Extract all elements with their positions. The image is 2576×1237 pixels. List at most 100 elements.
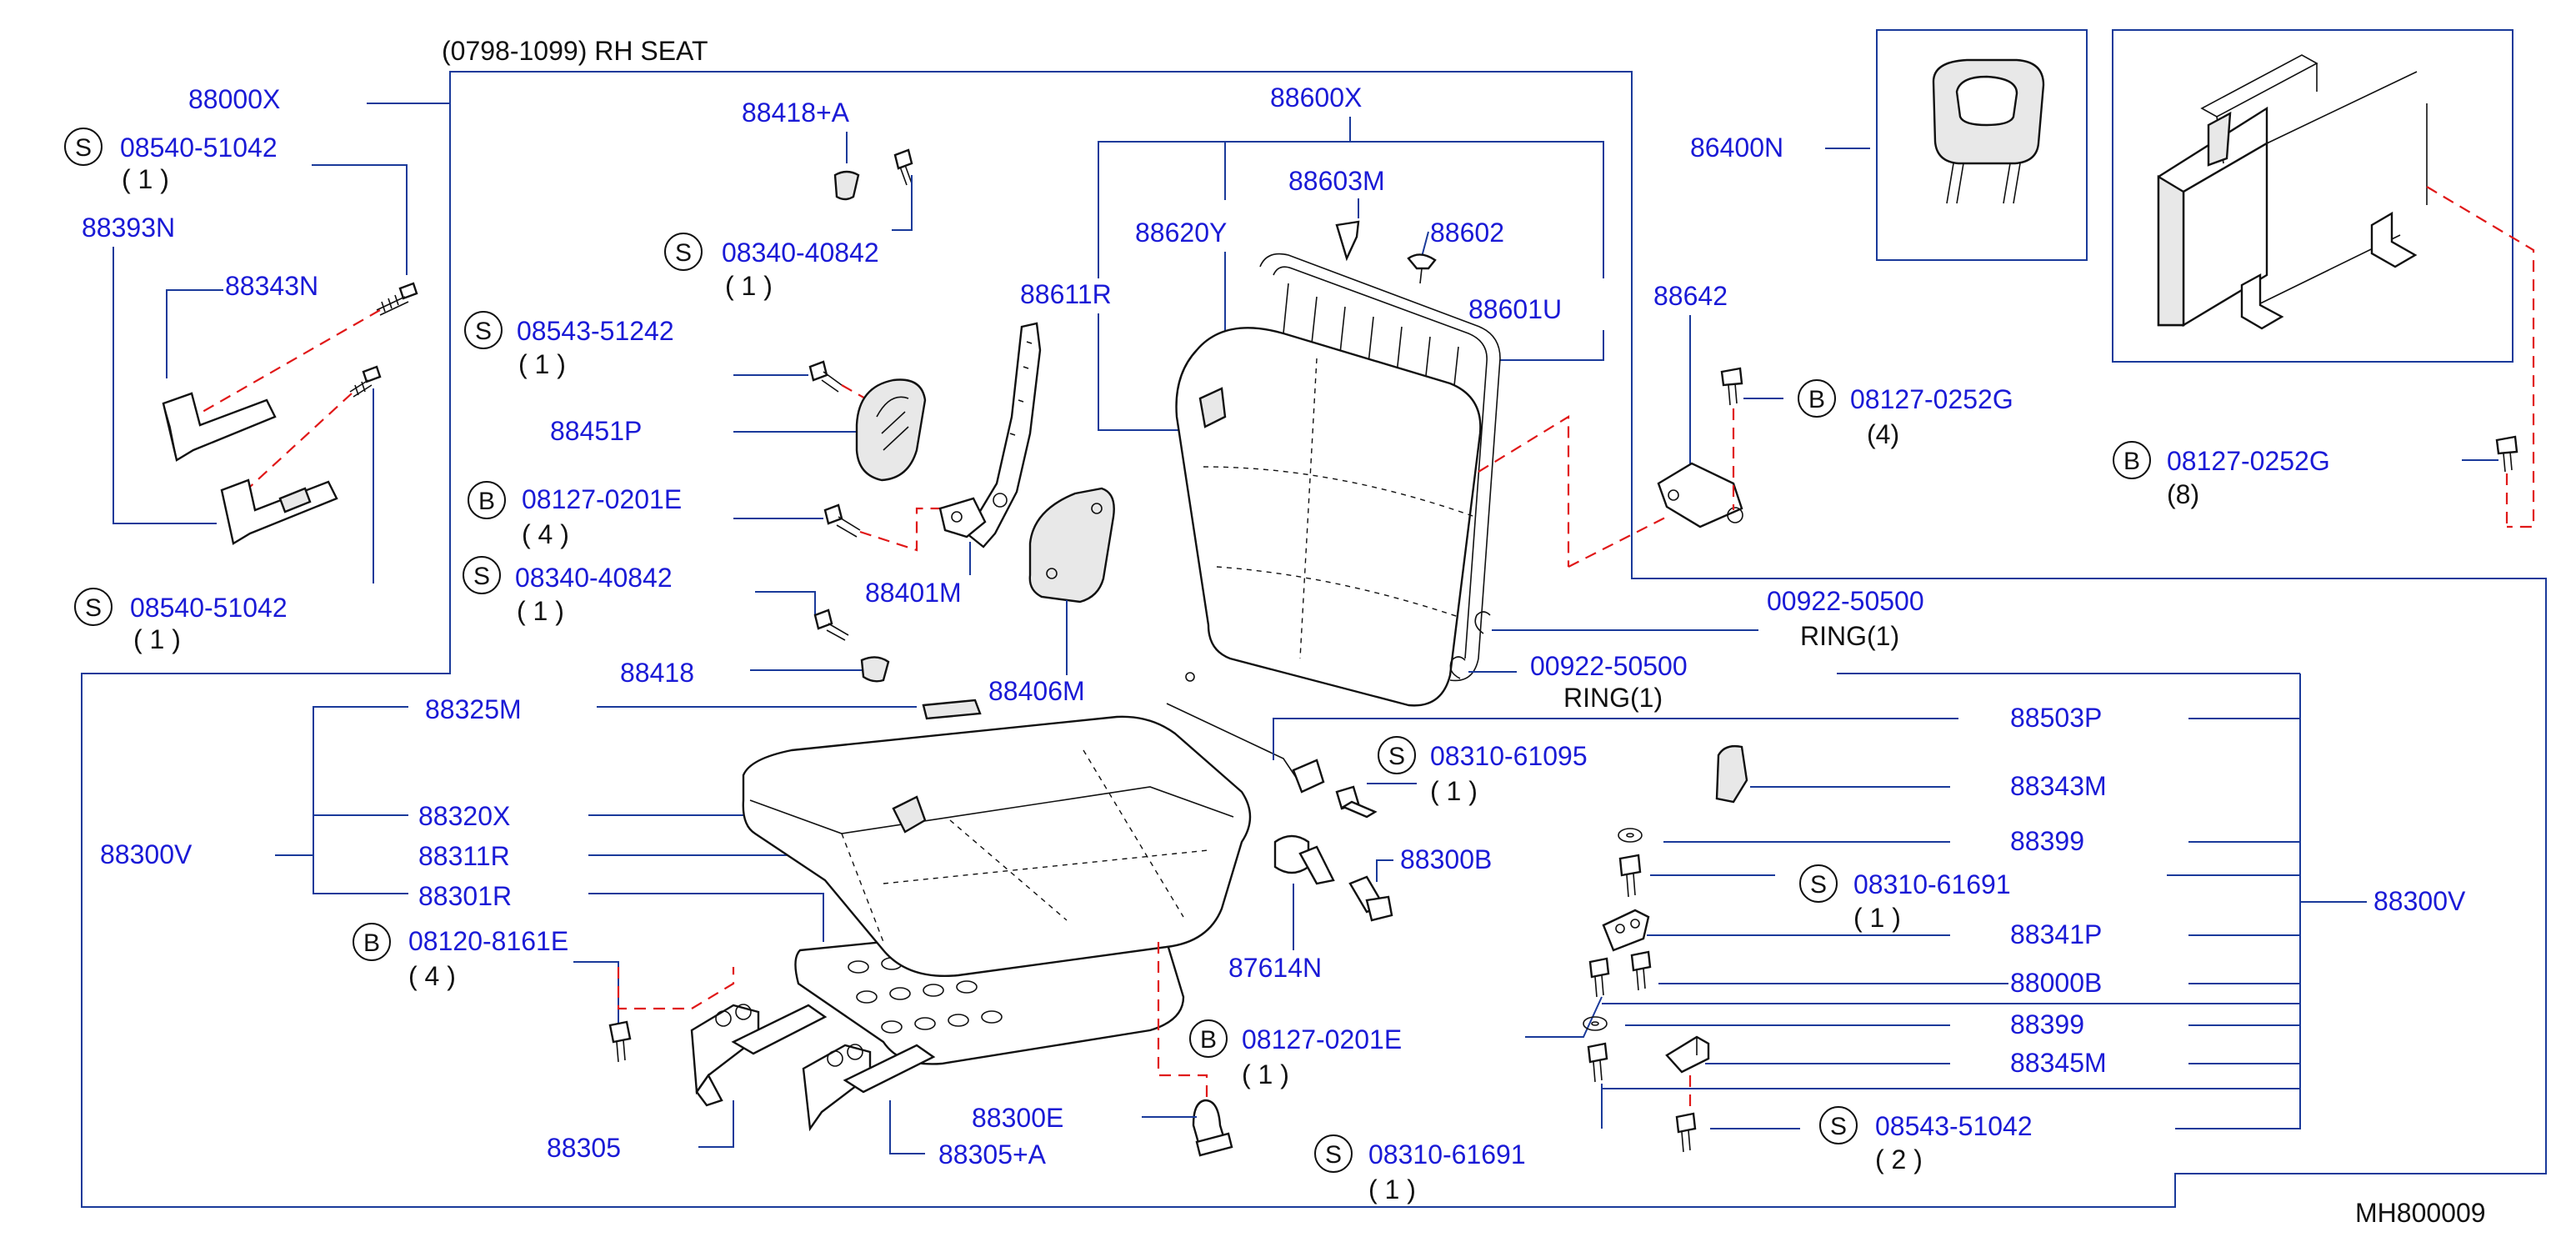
bracket-88345M bbox=[1665, 1035, 1710, 1074]
bolt-icon bbox=[376, 282, 418, 316]
seat-bracket-88393N bbox=[220, 478, 338, 545]
svg-text:B: B bbox=[1808, 386, 1825, 413]
bracket-88642 bbox=[1657, 462, 1743, 528]
label-88300E: 88300E bbox=[972, 1103, 1063, 1133]
back-frame-detail-drawing bbox=[2157, 54, 2535, 528]
b-code-circle: B bbox=[1189, 1019, 1228, 1058]
label-88418A: 88418+A bbox=[742, 98, 850, 128]
bolt-icon bbox=[1720, 367, 1743, 406]
label-88406M: 88406M bbox=[988, 676, 1085, 706]
bolt-icon bbox=[1335, 785, 1378, 819]
bolt-icon bbox=[349, 365, 382, 398]
bolt-icon bbox=[823, 503, 861, 538]
qty-label: ( 4 ) bbox=[522, 519, 569, 549]
label-88301R: 88301R bbox=[418, 881, 512, 911]
wire-88503P bbox=[1166, 672, 1325, 794]
inset-back-detail-box bbox=[2112, 29, 2513, 363]
label-08540-51042: 08540-51042 bbox=[120, 133, 278, 163]
label-08127-0252G: 08127-0252G bbox=[1850, 384, 2013, 414]
label-88311R: 88311R bbox=[418, 841, 510, 871]
bolt-icon bbox=[1630, 950, 1652, 991]
svg-text:B: B bbox=[1200, 1026, 1217, 1054]
svg-text:B: B bbox=[478, 488, 495, 515]
svg-text:S: S bbox=[1388, 743, 1405, 770]
label-88642: 88642 bbox=[1653, 281, 1728, 311]
label-88611R: 88611R bbox=[1020, 279, 1112, 309]
label-88399: 88399 bbox=[2010, 1009, 2084, 1039]
ring-icon bbox=[1474, 611, 1491, 634]
s-code-circle: S bbox=[464, 311, 503, 349]
assembly-boundary bbox=[81, 71, 2547, 1208]
recliner-88401M bbox=[938, 322, 1042, 548]
label-87614N: 87614N bbox=[1228, 953, 1322, 983]
seatback-assembly bbox=[1175, 220, 1501, 707]
label-08127-0252G: 08127-0252G bbox=[2167, 446, 2330, 476]
ring-label: RING(1) bbox=[1563, 683, 1663, 713]
label-88300V: 88300V bbox=[2373, 886, 2466, 916]
bolt-icon bbox=[1273, 834, 1335, 885]
screw-icon bbox=[813, 608, 849, 641]
diagram-code: MH800009 bbox=[2355, 1198, 2486, 1228]
qty-label: ( 1 ) bbox=[122, 164, 169, 194]
label-88345M: 88345M bbox=[2010, 1048, 2107, 1078]
leg-bracket-88305 bbox=[690, 1004, 828, 1107]
svg-text:S: S bbox=[675, 239, 692, 267]
b-code-circle: B bbox=[1798, 379, 1836, 418]
side-shield-88406M bbox=[1028, 487, 1115, 603]
label-88451P: 88451P bbox=[550, 416, 642, 446]
knob-cap-icon bbox=[833, 170, 860, 201]
label-08120-8161E: 08120-8161E bbox=[408, 926, 568, 956]
label-08543-51042: 08543-51042 bbox=[1875, 1111, 2033, 1141]
screw-icon bbox=[808, 360, 843, 393]
svg-text:S: S bbox=[75, 134, 92, 162]
inset-headrest-box bbox=[1876, 29, 2088, 261]
ring-icon bbox=[1449, 656, 1466, 679]
seat-bracket-88343N bbox=[162, 392, 277, 462]
label-88341P: 88341P bbox=[2010, 919, 2102, 949]
bolt-icon bbox=[1588, 957, 1610, 998]
qty-label: ( 2 ) bbox=[1875, 1144, 1923, 1174]
headrest-drawing bbox=[1932, 58, 2045, 204]
qty-label: (4) bbox=[1867, 419, 1899, 449]
knob-cap-icon bbox=[860, 656, 890, 683]
label-88320X: 88320X bbox=[418, 801, 510, 831]
bolt-icon bbox=[1675, 1112, 1697, 1153]
clip-88300E bbox=[1192, 1099, 1233, 1157]
label-88300B: 88300B bbox=[1400, 844, 1492, 874]
qty-label: ( 4 ) bbox=[408, 961, 456, 991]
label-88399: 88399 bbox=[2010, 826, 2084, 856]
label-08540-51042: 08540-51042 bbox=[130, 593, 288, 623]
qty-label: ( 1 ) bbox=[1368, 1174, 1416, 1204]
label-08310-61095: 08310-61095 bbox=[1430, 741, 1588, 771]
label-88343N: 88343N bbox=[225, 271, 318, 301]
bolt-icon bbox=[2495, 435, 2518, 473]
b-code-circle: B bbox=[2113, 441, 2151, 479]
label-00922-50500: 00922-50500 bbox=[1530, 651, 1688, 681]
label-88300V: 88300V bbox=[100, 839, 193, 869]
label-08340-40842: 08340-40842 bbox=[515, 563, 673, 593]
seat-cushion-assembly bbox=[742, 715, 1252, 1065]
b-code-circle: B bbox=[353, 923, 391, 961]
washer-icon bbox=[1583, 1016, 1608, 1031]
s-code-circle: S bbox=[664, 233, 703, 271]
label-88418: 88418 bbox=[620, 658, 694, 688]
label-88603M: 88603M bbox=[1288, 166, 1385, 196]
cover-88343M bbox=[1715, 744, 1748, 804]
bolt-icon bbox=[1618, 854, 1642, 898]
svg-text:S: S bbox=[475, 318, 492, 345]
label-88393N: 88393N bbox=[82, 213, 175, 243]
s-code-circle: S bbox=[1378, 736, 1416, 774]
s-code-circle: S bbox=[1819, 1106, 1858, 1144]
label-00922-50500: 00922-50500 bbox=[1767, 586, 1924, 616]
label-08310-61691: 08310-61691 bbox=[1853, 869, 2011, 899]
tag-88325M bbox=[922, 699, 982, 720]
label-88620Y: 88620Y bbox=[1135, 218, 1227, 248]
label-88000B: 88000B bbox=[2010, 968, 2102, 998]
label-88401M: 88401M bbox=[865, 578, 962, 608]
label-88601U: 88601U bbox=[1468, 294, 1562, 324]
qty-label: (8) bbox=[2167, 479, 2199, 509]
recliner-cover-88451P bbox=[855, 378, 927, 482]
leg-bracket-88305A bbox=[802, 1044, 936, 1132]
label-08127-0201E: 08127-0201E bbox=[1242, 1024, 1402, 1054]
bolt-icon bbox=[1587, 1042, 1608, 1083]
